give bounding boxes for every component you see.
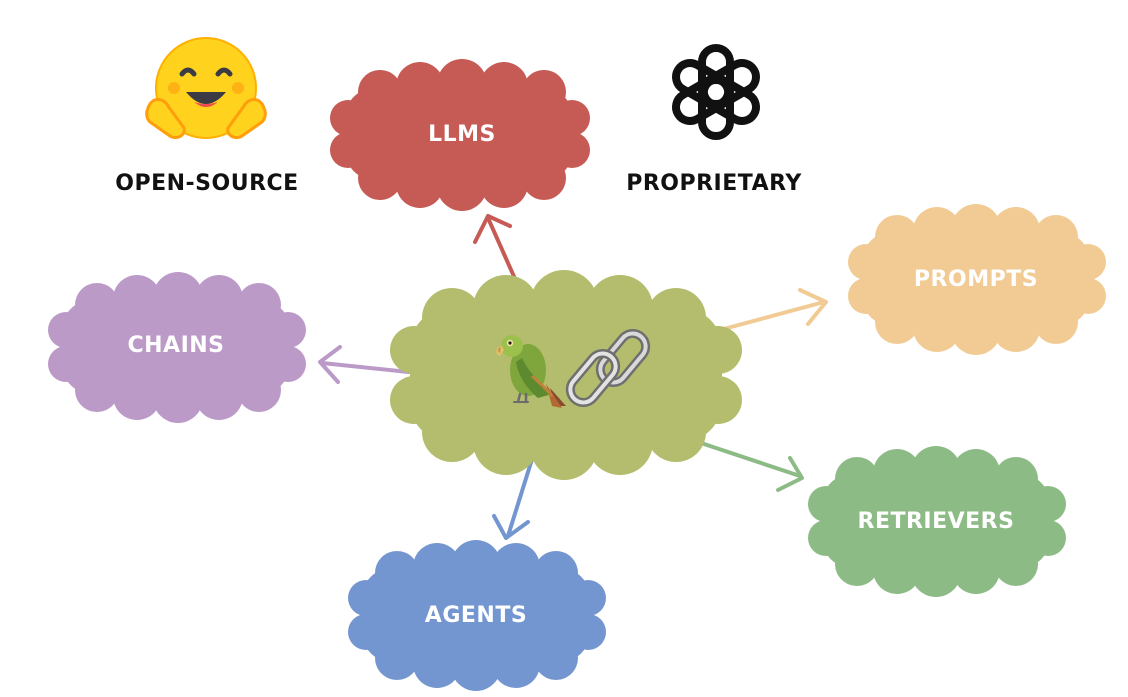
openai-icon: [672, 44, 760, 140]
prompts-node: PROMPTS: [848, 204, 1106, 355]
retrievers-cloud-shape: [808, 446, 1066, 597]
retrievers-node: RETRIEVERS: [808, 446, 1066, 597]
proprietary-caption: PROPRIETARY: [626, 171, 802, 196]
agents-node: AGENTS: [348, 540, 606, 691]
chains-label: CHAINS: [127, 333, 224, 358]
prompts-cloud-shape: [848, 204, 1106, 355]
agents-cloud-shape: [348, 540, 606, 691]
prompts-label: PROMPTS: [914, 267, 1038, 292]
hugging-face-icon: [145, 37, 267, 140]
retrievers-label: RETRIEVERS: [858, 509, 1015, 534]
llms-node: LLMS: [330, 59, 590, 211]
llms-cloud-shape: [330, 59, 590, 211]
chains-cloud-shape: [48, 272, 306, 423]
arrow-to-prompts: [718, 288, 828, 332]
chain-link-icon: [565, 329, 651, 407]
agents-label: AGENTS: [425, 603, 527, 628]
center-node: [390, 270, 742, 480]
arrow-to-retrievers: [690, 438, 804, 492]
open-source-caption: OPEN-SOURCE: [115, 171, 298, 196]
arrow-to-chains: [318, 345, 420, 384]
parrot-icon: [496, 335, 566, 408]
llms-label: LLMS: [428, 122, 496, 147]
center-cloud-shape: [390, 270, 742, 480]
chains-node: CHAINS: [48, 272, 306, 423]
